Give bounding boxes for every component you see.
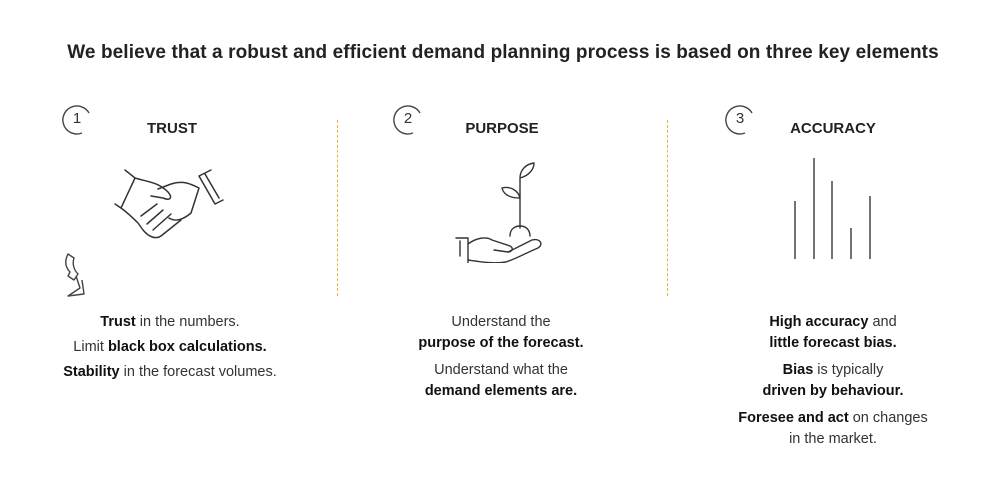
curved-arrow-icon bbox=[65, 253, 85, 297]
text-line: Limit black box calculations. bbox=[73, 339, 267, 355]
text-line: High accuracy and bbox=[769, 314, 897, 330]
step-number: 3 bbox=[735, 110, 745, 127]
text-line: Understand what the bbox=[434, 362, 568, 378]
text-line: driven by behaviour. bbox=[762, 383, 904, 399]
text-line: demand elements are. bbox=[424, 383, 578, 399]
column-heading-accuracy: ACCURACY bbox=[790, 120, 876, 137]
accuracy-description: High accuracy and little forecast bias. … bbox=[673, 312, 993, 456]
purpose-description: Understand the purpose of the forecast. … bbox=[341, 312, 661, 408]
trust-description: Trust in the numbers. Limit black box ca… bbox=[10, 312, 330, 387]
bar-lines-icon bbox=[794, 158, 871, 259]
circle-arc-icon bbox=[62, 105, 90, 135]
dashed-divider bbox=[667, 120, 668, 296]
column-heading-trust: TRUST bbox=[147, 120, 197, 137]
hand-with-plant-icon bbox=[455, 162, 542, 263]
step-number: 2 bbox=[403, 110, 413, 127]
column-heading-purpose: PURPOSE bbox=[465, 120, 539, 137]
step-number: 1 bbox=[72, 110, 82, 127]
text-line: Bias is typically bbox=[782, 362, 884, 378]
circle-arc-icon bbox=[725, 105, 753, 135]
text-line: Stability in the forecast volumes. bbox=[63, 364, 277, 380]
step-number-badge: 1 bbox=[62, 104, 94, 136]
circle-arc-icon bbox=[393, 105, 421, 135]
text-line: Understand the bbox=[451, 314, 551, 330]
text-line: Foresee and act on changes bbox=[738, 410, 928, 426]
step-number-badge: 3 bbox=[725, 104, 757, 136]
text-line: Trust in the numbers. bbox=[100, 314, 240, 330]
slide-title: We believe that a robust and efficient d… bbox=[67, 42, 939, 63]
text-line: in the market. bbox=[789, 431, 877, 447]
text-line: little forecast bias. bbox=[769, 335, 897, 351]
handshake-icon bbox=[114, 169, 224, 239]
text-line: purpose of the forecast. bbox=[418, 335, 584, 351]
step-number-badge: 2 bbox=[393, 104, 425, 136]
dashed-divider bbox=[337, 120, 338, 296]
